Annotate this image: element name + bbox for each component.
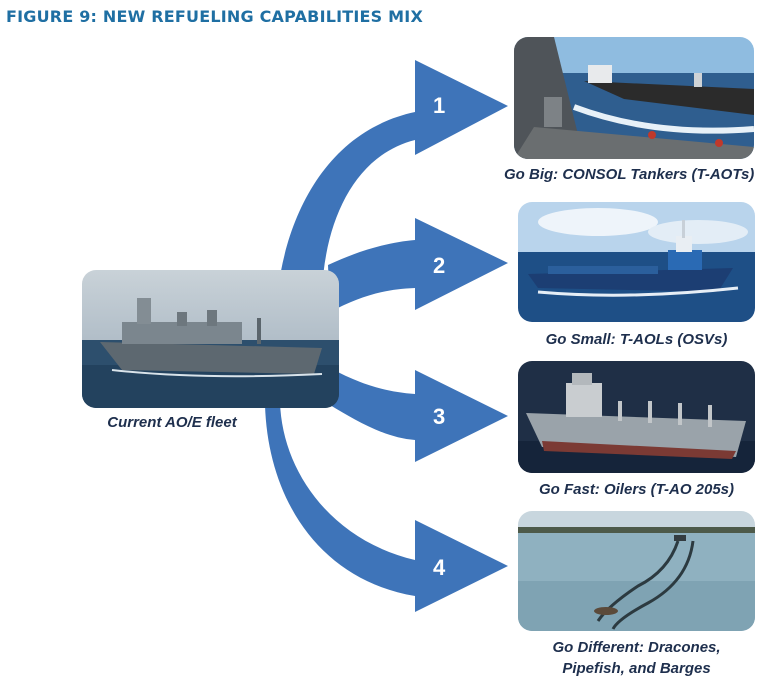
arrow-4 (265, 402, 508, 612)
option-number-4: 4 (433, 555, 446, 580)
option-number-1: 1 (433, 93, 445, 118)
option-3-caption: Go Fast: Oilers (T-AO 205s) (538, 481, 735, 498)
arrow-1 (278, 60, 508, 292)
source-label: Current AO/E fleet (107, 414, 237, 431)
option-4-caption-line2: Pipefish, and Barges (562, 660, 711, 677)
option-4-caption-line1: Go Different: Dracones, (552, 639, 721, 656)
option-number-2: 2 (433, 253, 445, 278)
option-2-caption: Go Small: T-AOLs (OSVs) (545, 331, 728, 348)
option-1-caption: Go Big: CONSOL Tankers (T-AOTs) (504, 166, 755, 183)
arrow-2 (328, 218, 508, 312)
figure-title: FIGURE 9: NEW REFUELING CAPABILITIES MIX (6, 7, 423, 26)
option-number-3: 3 (433, 404, 445, 429)
option-3-photo (518, 361, 755, 473)
option-2-photo (518, 202, 755, 322)
current-fleet-photo (82, 270, 339, 408)
option-1-photo (514, 37, 754, 159)
option-4-photo (518, 511, 755, 631)
arrow-3 (330, 368, 508, 462)
